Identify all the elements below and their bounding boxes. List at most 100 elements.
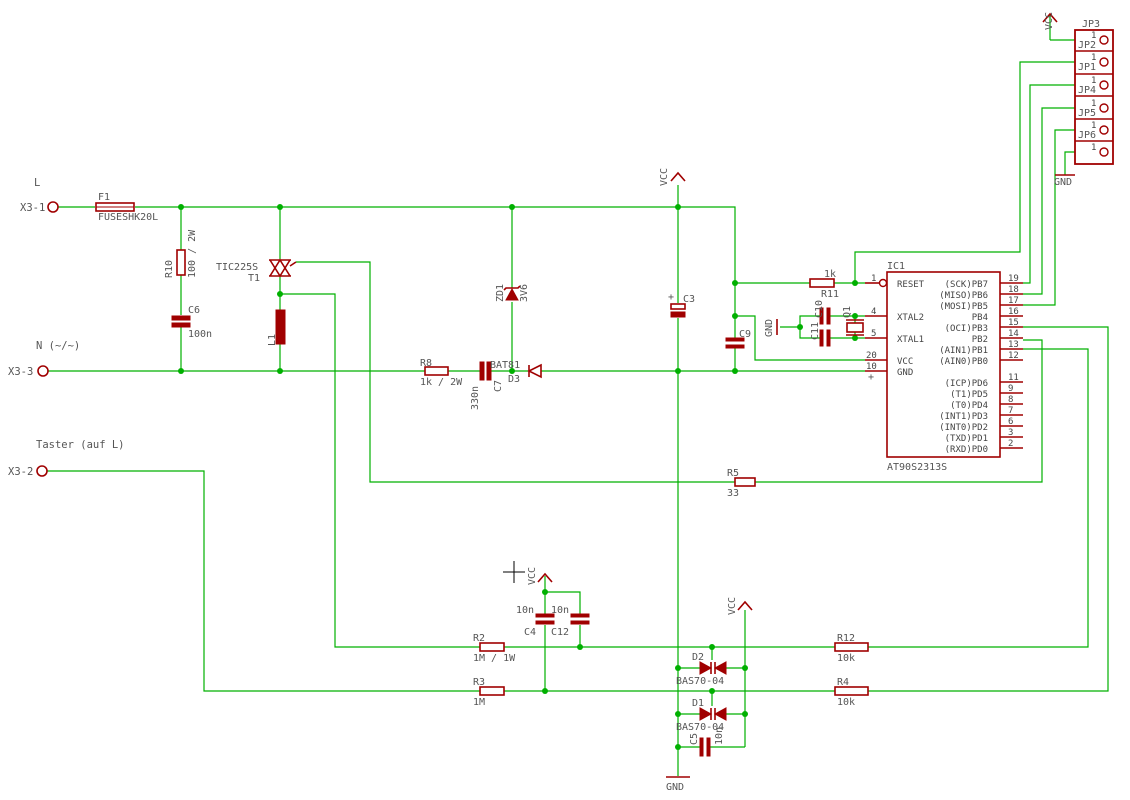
svg-text:100n: 100n bbox=[188, 329, 212, 340]
svg-text:(INT1)PD3: (INT1)PD3 bbox=[939, 412, 988, 422]
capacitor-c4[interactable]: 10n C4 bbox=[516, 605, 555, 638]
resistor-r11[interactable]: 1k R11 bbox=[809, 269, 839, 300]
svg-text:BAS70-04: BAS70-04 bbox=[676, 676, 724, 687]
diode-d3[interactable]: BAT81 D3 bbox=[490, 360, 542, 385]
resistor-r12[interactable]: R12 10k bbox=[834, 633, 869, 664]
ic1-pin-12: 12(AIN0)PB0 bbox=[939, 351, 1023, 367]
ic1-pin-17: 17(MOSI)PB5 bbox=[939, 296, 1023, 312]
resistor-r4[interactable]: R4 10k bbox=[834, 677, 869, 708]
capacitor-c11[interactable]: C11 bbox=[810, 322, 831, 347]
connector-x3-1[interactable]: X3-1 L bbox=[20, 177, 59, 214]
svg-text:10: 10 bbox=[866, 362, 877, 372]
svg-text:VCC: VCC bbox=[527, 567, 538, 585]
svg-text:11: 11 bbox=[1008, 373, 1019, 383]
svg-text:1: 1 bbox=[1091, 53, 1096, 63]
svg-text:18: 18 bbox=[1008, 285, 1019, 295]
capacitor-c3[interactable]: + C3 bbox=[668, 292, 695, 318]
zener-zd1[interactable]: ZD1 3V6 bbox=[495, 284, 530, 302]
svg-text:R10: R10 bbox=[164, 260, 175, 278]
fuse-f1[interactable]: F1 FUSESHK20L bbox=[95, 192, 158, 223]
gnd-symbol-jp: GND bbox=[1054, 174, 1075, 188]
capacitor-c6[interactable]: C6 100n bbox=[171, 305, 212, 340]
svg-text:R8: R8 bbox=[420, 358, 432, 369]
svg-text:100 / 2W: 100 / 2W bbox=[187, 229, 198, 278]
svg-text:13: 13 bbox=[1008, 340, 1019, 350]
svg-text:5: 5 bbox=[871, 329, 876, 339]
svg-text:X3-2: X3-2 bbox=[8, 466, 33, 478]
svg-text:GND: GND bbox=[897, 368, 913, 378]
triac-t1[interactable]: TIC225S T1 bbox=[216, 258, 297, 284]
svg-text:1: 1 bbox=[1091, 143, 1096, 153]
ic1-pin-1: 1 RESET bbox=[865, 274, 925, 290]
svg-text:14: 14 bbox=[1008, 329, 1019, 339]
resistor-r3[interactable]: R3 1M bbox=[473, 677, 505, 708]
inductor-l1[interactable]: L1 bbox=[267, 309, 286, 346]
capacitor-c5[interactable]: C5 10n bbox=[689, 727, 725, 757]
resistor-r2[interactable]: R2 1M / 1W bbox=[473, 633, 516, 664]
svg-text:R12: R12 bbox=[837, 633, 855, 644]
capacitor-c12[interactable]: 10n C12 bbox=[551, 605, 590, 638]
svg-text:(INT0)PD2: (INT0)PD2 bbox=[939, 423, 988, 433]
ic1-pin-2: 2 (RXD)PD0 bbox=[945, 439, 1023, 455]
vcc-symbol-diodes: VCC bbox=[727, 597, 753, 615]
svg-text:GND: GND bbox=[764, 319, 775, 337]
svg-text:N (~/~): N (~/~) bbox=[36, 340, 80, 352]
svg-text:(AIN0)PB0: (AIN0)PB0 bbox=[939, 357, 988, 367]
ic1-pin-15: 15(OCI)PB3 bbox=[945, 318, 1023, 334]
svg-text:9: 9 bbox=[1008, 384, 1013, 394]
svg-text:C6: C6 bbox=[188, 305, 200, 316]
svg-text:10n: 10n bbox=[516, 605, 534, 616]
capacitor-c10[interactable]: C10 bbox=[814, 300, 831, 325]
svg-text:VCC: VCC bbox=[897, 357, 913, 367]
svg-text:C5: C5 bbox=[689, 733, 700, 745]
svg-text:1k / 2W: 1k / 2W bbox=[420, 377, 463, 388]
svg-text:L1: L1 bbox=[267, 334, 278, 346]
diode-d2[interactable]: D2 BAS70-04 bbox=[676, 652, 727, 687]
svg-text:JP3: JP3 bbox=[1082, 19, 1100, 30]
svg-text:+: + bbox=[668, 292, 674, 303]
svg-text:1: 1 bbox=[1091, 99, 1096, 109]
ic1-pin-10: 10 GND bbox=[865, 362, 913, 378]
ic1-at90s2313[interactable]: IC1 AT90S2313S + 1 RESET 4 XTAL2 5 XTAL1… bbox=[865, 261, 1023, 473]
ic1-pin-4: 4 XTAL2 bbox=[865, 307, 924, 323]
crystal-q1[interactable]: Q1 bbox=[842, 306, 864, 336]
svg-text:1: 1 bbox=[1091, 76, 1096, 86]
connector-x3-2[interactable]: X3-2 Taster (auf L) bbox=[8, 439, 125, 478]
capacitor-c7[interactable]: 330n C7 bbox=[470, 361, 504, 410]
svg-text:(ICP)PD6: (ICP)PD6 bbox=[945, 379, 988, 389]
svg-text:C3: C3 bbox=[683, 294, 695, 305]
svg-text:2: 2 bbox=[1008, 439, 1013, 449]
svg-text:(RXD)PD0: (RXD)PD0 bbox=[945, 445, 988, 455]
resistor-r5[interactable]: R5 33 bbox=[727, 468, 756, 499]
ic1-pin-20: 20 VCC bbox=[865, 351, 913, 367]
resistor-r8[interactable]: R8 1k / 2W bbox=[420, 358, 463, 388]
svg-text:R5: R5 bbox=[727, 468, 739, 479]
junctions bbox=[178, 204, 858, 750]
svg-text:(AIN1)PB1: (AIN1)PB1 bbox=[939, 346, 988, 356]
svg-text:C12: C12 bbox=[551, 627, 569, 638]
svg-text:VCC: VCC bbox=[659, 168, 670, 186]
svg-text:(MISO)PB6: (MISO)PB6 bbox=[939, 291, 988, 301]
ic1-pin-5: 5 XTAL1 bbox=[865, 329, 924, 345]
resistor-r10[interactable]: R10 100 / 2W bbox=[164, 229, 198, 278]
svg-text:XTAL1: XTAL1 bbox=[897, 335, 924, 345]
capacitor-c9[interactable]: C9 bbox=[725, 329, 751, 349]
svg-text:R3: R3 bbox=[473, 677, 485, 688]
svg-text:VCC: VCC bbox=[1044, 12, 1055, 30]
vcc-symbol-c4: VCC bbox=[527, 567, 553, 585]
svg-text:(T1)PD5: (T1)PD5 bbox=[950, 390, 988, 400]
svg-text:RESET: RESET bbox=[897, 280, 925, 290]
pin-header-jp[interactable]: JP3 1 1 1 1 1 1 JP2 JP1 JP4 JP5 JP6 bbox=[1074, 19, 1114, 165]
diode-d1[interactable]: D1 BAS70-04 bbox=[676, 698, 727, 733]
connector-x3-3[interactable]: X3-3 N (~/~) bbox=[8, 340, 80, 378]
svg-text:C10: C10 bbox=[814, 300, 825, 318]
svg-text:PB2: PB2 bbox=[972, 335, 988, 345]
svg-text:(TXD)PD1: (TXD)PD1 bbox=[945, 434, 988, 444]
svg-text:C7: C7 bbox=[493, 380, 504, 392]
svg-text:3: 3 bbox=[1008, 428, 1013, 438]
svg-text:T1: T1 bbox=[248, 273, 260, 284]
svg-text:1M / 1W: 1M / 1W bbox=[473, 653, 516, 664]
ic1-pin-7: 7(INT1)PD3 bbox=[939, 406, 1023, 422]
